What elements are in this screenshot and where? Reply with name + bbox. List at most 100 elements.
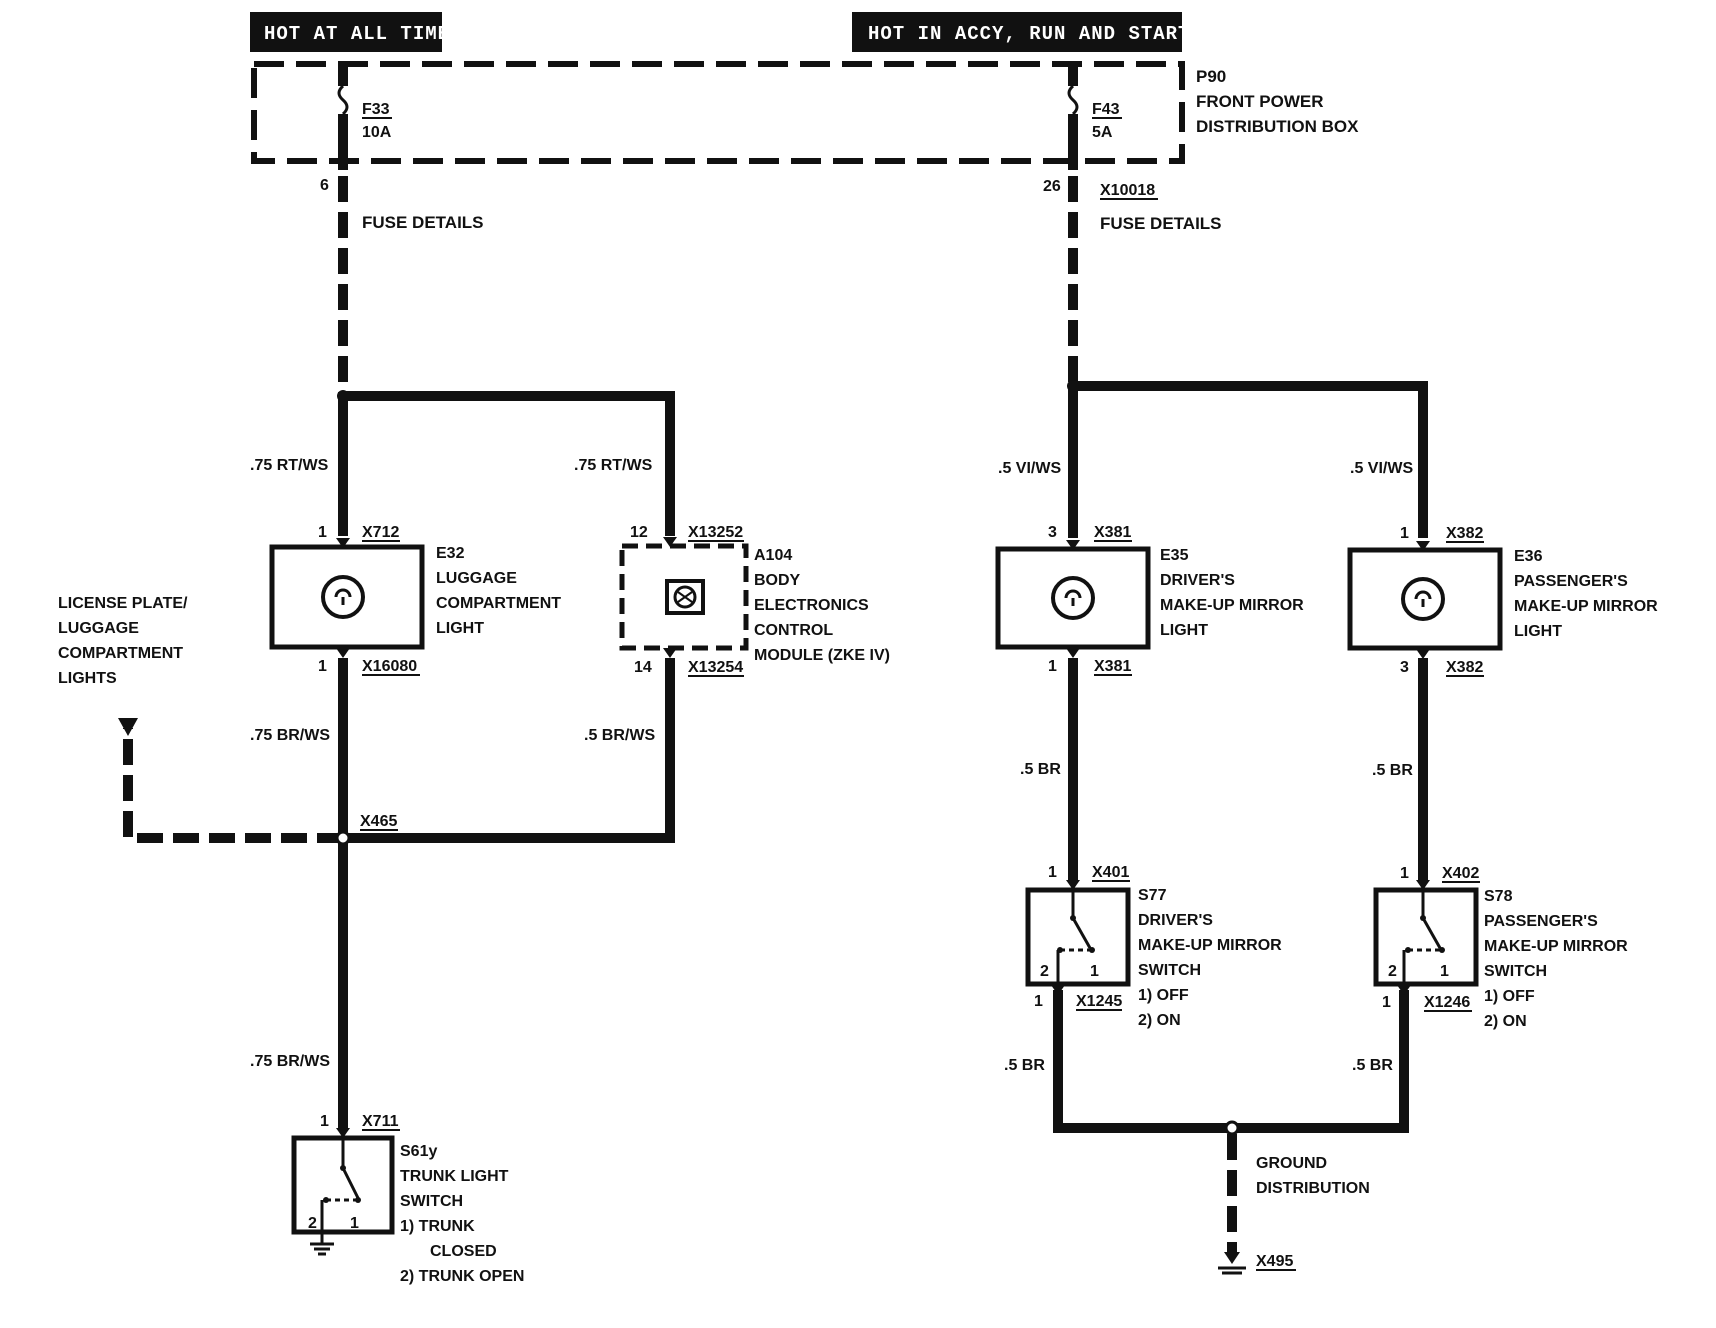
e32-line3: LIGHT bbox=[436, 620, 484, 637]
fuse-f43-details: FUSE DETAILS bbox=[1100, 214, 1222, 233]
wire-label-s77-out: .5 BR bbox=[1004, 1057, 1045, 1074]
s78-pin-bottom: 1 bbox=[1382, 994, 1391, 1011]
s61y-inner-pin1: 1 bbox=[350, 1215, 359, 1232]
fuse-f33-rating: 10A bbox=[362, 124, 392, 141]
wire-label-s61y-in: .75 BR/WS bbox=[250, 1053, 330, 1070]
s61y-id: S61y bbox=[400, 1143, 437, 1160]
fuse-f33-details: FUSE DETAILS bbox=[362, 213, 484, 232]
s61y-opt1b: CLOSED bbox=[430, 1243, 497, 1260]
ground-distribution: GROUND DISTRIBUTION X495 bbox=[1218, 1155, 1370, 1275]
header-hot-at-all-times: HOT AT ALL TIMES bbox=[250, 12, 461, 52]
s78-line3: SWITCH bbox=[1484, 963, 1547, 980]
wire-label-e32-in: .75 RT/WS bbox=[250, 457, 329, 474]
pdb-name-line2: DISTRIBUTION BOX bbox=[1196, 117, 1359, 136]
e36-line2: MAKE-UP MIRROR bbox=[1514, 598, 1658, 615]
left-circuit-wires bbox=[118, 176, 675, 1128]
e35-id: E35 bbox=[1160, 547, 1189, 564]
ground-icon bbox=[1218, 1252, 1246, 1275]
wire-label-a104-in: .75 RT/WS bbox=[574, 457, 653, 474]
e35-pin-bottom: 1 bbox=[1048, 658, 1057, 675]
fuse-f43-pin: 26 bbox=[1043, 178, 1061, 195]
wire-label-e32-out: .75 BR/WS bbox=[250, 727, 330, 744]
a104-line1: BODY bbox=[754, 572, 801, 589]
header-hot-in-accy: HOT IN ACCY, RUN AND START bbox=[852, 12, 1190, 52]
component-e35: 3 X381 1 X381 E35 DRIVER'S MAKE-UP MIRRO… bbox=[995, 524, 1304, 676]
power-distribution-box: P90 FRONT POWER DISTRIBUTION BOX bbox=[251, 61, 1359, 164]
ground-line2: DISTRIBUTION bbox=[1256, 1180, 1370, 1197]
s78-opt1: 1) OFF bbox=[1484, 988, 1535, 1005]
s77-line2: MAKE-UP MIRROR bbox=[1138, 937, 1282, 954]
s77-opt2: 2) ON bbox=[1138, 1012, 1181, 1029]
header-hot-in-accy-text: HOT IN ACCY, RUN AND START bbox=[868, 23, 1190, 45]
e32-conn-bottom: X16080 bbox=[362, 658, 417, 675]
s77-id: S77 bbox=[1138, 887, 1167, 904]
s77-pin-bottom: 1 bbox=[1034, 993, 1043, 1010]
a104-conn-bottom: X13254 bbox=[688, 659, 743, 676]
e36-conn-top: X382 bbox=[1446, 525, 1483, 542]
a104-line4: MODULE (ZKE IV) bbox=[754, 647, 890, 664]
e35-line1: DRIVER'S bbox=[1160, 572, 1235, 589]
switch-icon bbox=[1402, 890, 1445, 984]
s78-line1: PASSENGER'S bbox=[1484, 913, 1598, 930]
s78-conn-bottom: X1246 bbox=[1424, 994, 1470, 1011]
e35-pin-top: 3 bbox=[1048, 524, 1057, 541]
component-s78: 2 1 1 X402 1 X1246 S78 PASSENGER'S MAKE-… bbox=[1373, 865, 1628, 1030]
s77-pin-top: 1 bbox=[1048, 864, 1057, 881]
pdb-id: P90 bbox=[1196, 67, 1226, 86]
s61y-inner-pin2: 2 bbox=[308, 1215, 317, 1232]
a104-pin-top: 12 bbox=[630, 524, 648, 541]
component-a104: 12 X13252 14 X13254 A104 BODY ELECTRONIC… bbox=[619, 524, 890, 677]
wire-label-e35-in: .5 VI/WS bbox=[998, 460, 1061, 477]
license-plate-lights-label: LICENSE PLATE/ LUGGAGE COMPARTMENT LIGHT… bbox=[58, 595, 188, 687]
ground-icon bbox=[310, 1242, 334, 1256]
s77-inner-pin2: 2 bbox=[1040, 963, 1049, 980]
right-circuit-wires bbox=[1053, 176, 1428, 1252]
s61y-pin-top: 1 bbox=[320, 1113, 329, 1130]
e36-pin-bottom: 3 bbox=[1400, 659, 1409, 676]
e32-pin-bottom: 1 bbox=[318, 658, 327, 675]
e35-line3: LIGHT bbox=[1160, 622, 1208, 639]
s78-conn-top: X402 bbox=[1442, 865, 1479, 882]
s61y-conn-top: X711 bbox=[362, 1113, 399, 1130]
license-plate-line1: LICENSE PLATE/ bbox=[58, 595, 188, 612]
e32-line2: COMPARTMENT bbox=[436, 595, 561, 612]
wire-label-e35-out: .5 BR bbox=[1020, 761, 1061, 778]
component-e32: 1 X712 1 X16080 E32 LUGGAGE COMPARTMENT … bbox=[269, 524, 561, 676]
fuse-f43: F43 5A 26 X10018 FUSE DETAILS bbox=[1043, 62, 1222, 233]
s61y-opt2: 2) TRUNK OPEN bbox=[400, 1268, 524, 1285]
switch-icon bbox=[1056, 890, 1095, 984]
s77-conn-bottom: X1245 bbox=[1076, 993, 1122, 1010]
s78-line2: MAKE-UP MIRROR bbox=[1484, 938, 1628, 955]
e36-line3: LIGHT bbox=[1514, 623, 1562, 640]
e32-pin-top: 1 bbox=[318, 524, 327, 541]
e36-id: E36 bbox=[1514, 548, 1543, 565]
e36-pin-top: 1 bbox=[1400, 525, 1409, 542]
s78-opt2: 2) ON bbox=[1484, 1013, 1527, 1030]
s78-inner-pin1: 1 bbox=[1440, 963, 1449, 980]
s77-conn-top: X401 bbox=[1092, 864, 1129, 881]
wire-label-e36-out: .5 BR bbox=[1372, 762, 1413, 779]
e32-conn-top: X712 bbox=[362, 524, 399, 541]
ground-line1: GROUND bbox=[1256, 1155, 1327, 1172]
s61y-opt1a: 1) TRUNK bbox=[400, 1218, 475, 1235]
e36-line1: PASSENGER'S bbox=[1514, 573, 1628, 590]
s78-inner-pin2: 2 bbox=[1388, 963, 1397, 980]
e32-line1: LUGGAGE bbox=[436, 570, 517, 587]
license-plate-line4: LIGHTS bbox=[58, 670, 117, 687]
ground-conn: X495 bbox=[1256, 1253, 1293, 1270]
s77-inner-pin1: 1 bbox=[1090, 963, 1099, 980]
s61y-line2: SWITCH bbox=[400, 1193, 463, 1210]
a104-line3: CONTROL bbox=[754, 622, 833, 639]
s77-line1: DRIVER'S bbox=[1138, 912, 1213, 929]
pdb-name-line1: FRONT POWER bbox=[1196, 92, 1324, 111]
e35-line2: MAKE-UP MIRROR bbox=[1160, 597, 1304, 614]
a104-pin-bottom: 14 bbox=[634, 659, 652, 676]
s61y-line1: TRUNK LIGHT bbox=[400, 1168, 509, 1185]
splice-x465: X465 bbox=[360, 813, 397, 830]
s78-id: S78 bbox=[1484, 888, 1513, 905]
fuse-f43-connector: X10018 bbox=[1100, 182, 1155, 199]
a104-conn-top: X13252 bbox=[688, 524, 743, 541]
e36-conn-bottom: X382 bbox=[1446, 659, 1483, 676]
a104-line2: ELECTRONICS bbox=[754, 597, 869, 614]
